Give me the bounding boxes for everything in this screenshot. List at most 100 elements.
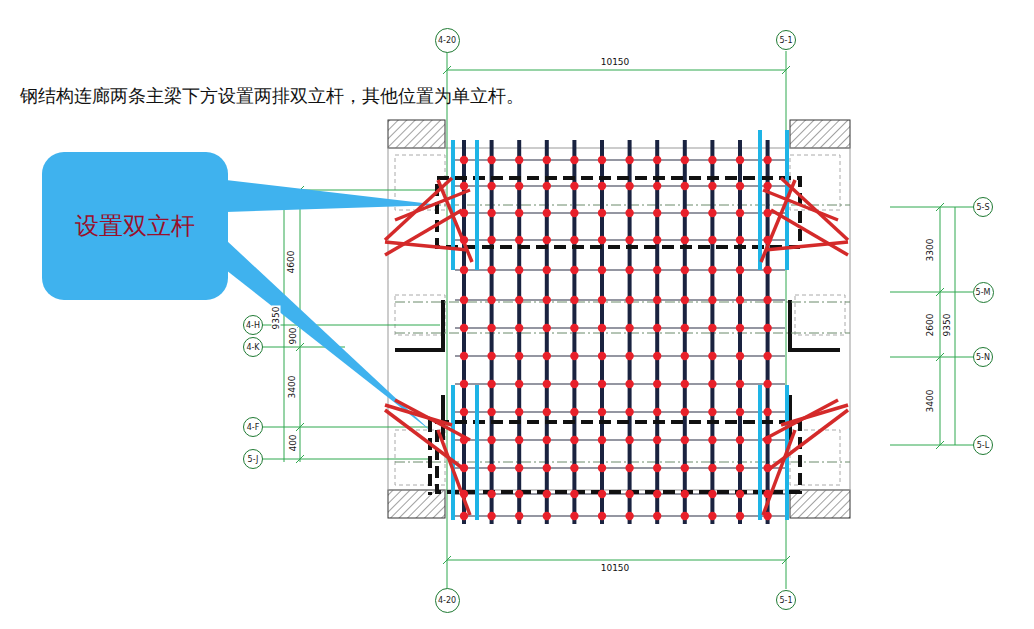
ledger-line bbox=[455, 355, 785, 356]
pole-dot bbox=[763, 436, 771, 444]
dimension-text: 4600 bbox=[287, 250, 296, 275]
axis-label: 5-M bbox=[976, 288, 991, 297]
brace-line bbox=[763, 190, 838, 220]
axis-label: 4-20 bbox=[438, 36, 456, 45]
pole-dot bbox=[598, 464, 606, 472]
axis-label: 4-H bbox=[246, 321, 260, 330]
pole-dot bbox=[570, 352, 578, 360]
pole-dot bbox=[460, 512, 468, 520]
pole-dot bbox=[570, 380, 578, 388]
axis-line bbox=[447, 51, 448, 589]
wall-hatch bbox=[388, 120, 445, 148]
pole-dot bbox=[598, 209, 606, 217]
axis-circle: 4-K bbox=[243, 337, 263, 357]
pole-dot bbox=[570, 512, 578, 520]
column-outline bbox=[790, 430, 840, 485]
pole-dot bbox=[515, 464, 523, 472]
dimension-text: 9350 bbox=[272, 306, 281, 331]
dimension-text: 2600 bbox=[926, 313, 935, 338]
pole-dot bbox=[736, 266, 744, 274]
pole-dot bbox=[570, 266, 578, 274]
brace-line bbox=[385, 410, 465, 470]
pole-dot bbox=[681, 324, 689, 332]
axis-circle: 5-M bbox=[973, 282, 994, 303]
pole-dot bbox=[653, 512, 661, 520]
pole-dot bbox=[543, 266, 551, 274]
wall-outline bbox=[388, 148, 850, 490]
pole-dot bbox=[681, 380, 689, 388]
double-pole bbox=[758, 130, 762, 270]
pole-dot bbox=[763, 236, 771, 244]
pole-dot bbox=[598, 436, 606, 444]
pole-dot bbox=[681, 352, 689, 360]
pole-dot bbox=[487, 266, 495, 274]
axis-circle: 5-L bbox=[973, 435, 993, 455]
pole-dot bbox=[653, 380, 661, 388]
double-pole bbox=[451, 140, 455, 270]
pole-dot bbox=[570, 324, 578, 332]
pole-dot bbox=[515, 324, 523, 332]
pole-dot bbox=[736, 296, 744, 304]
pole-dot bbox=[460, 490, 468, 498]
pole-dot bbox=[681, 209, 689, 217]
pole-dot bbox=[708, 156, 716, 164]
pole-dot bbox=[515, 380, 523, 388]
pole-dot bbox=[460, 296, 468, 304]
pole-dot bbox=[736, 182, 744, 190]
pole-dot bbox=[460, 182, 468, 190]
pole-dot bbox=[653, 182, 661, 190]
dimension-text: 10150 bbox=[600, 58, 631, 67]
pole-dot bbox=[460, 156, 468, 164]
axis-label: 4-K bbox=[246, 343, 259, 352]
pole-dot bbox=[736, 464, 744, 472]
axis-label: 4-20 bbox=[438, 596, 456, 605]
pole-dot bbox=[598, 266, 606, 274]
pole-dot bbox=[763, 209, 771, 217]
pole-dot bbox=[543, 209, 551, 217]
pole-dot bbox=[625, 436, 633, 444]
pole-dot bbox=[708, 352, 716, 360]
pole-dot bbox=[625, 464, 633, 472]
pole-dot bbox=[736, 156, 744, 164]
pole-dot bbox=[625, 380, 633, 388]
pole-dot bbox=[487, 464, 495, 472]
axis-label: 4-F bbox=[247, 423, 260, 432]
pole-dot bbox=[515, 182, 523, 190]
brace-line bbox=[385, 242, 468, 250]
callout-text: 设置双立杆 bbox=[75, 210, 195, 242]
pole-dot bbox=[460, 408, 468, 416]
pole-dot bbox=[570, 296, 578, 304]
pole-dot bbox=[543, 464, 551, 472]
pole-dot bbox=[460, 380, 468, 388]
pole-dot bbox=[625, 490, 633, 498]
pole-dot bbox=[681, 512, 689, 520]
axis-circle: 4-F bbox=[243, 417, 263, 437]
dimension-text: 9350 bbox=[943, 313, 952, 338]
pole-dot bbox=[487, 380, 495, 388]
pole-dot bbox=[515, 156, 523, 164]
pole-dot bbox=[708, 209, 716, 217]
pole-dot bbox=[736, 408, 744, 416]
pole-dot bbox=[681, 156, 689, 164]
pole-dot bbox=[570, 408, 578, 416]
pole-dot bbox=[460, 209, 468, 217]
pole-dot bbox=[653, 464, 661, 472]
pole-dot bbox=[625, 408, 633, 416]
double-pole bbox=[475, 385, 479, 520]
axis-circle: 4-20 bbox=[435, 28, 460, 53]
pole-dot bbox=[598, 380, 606, 388]
brace-line bbox=[385, 405, 452, 425]
axis-line bbox=[786, 51, 787, 589]
pole-dot bbox=[543, 408, 551, 416]
pole-dot bbox=[487, 182, 495, 190]
pole-dot bbox=[625, 156, 633, 164]
pole-dot bbox=[681, 408, 689, 416]
pole-dot bbox=[763, 380, 771, 388]
pole-dot bbox=[736, 236, 744, 244]
pole-dot bbox=[681, 490, 689, 498]
note-text: 钢结构连廊两条主梁下方设置两排双立杆，其他位置为单立杆。 bbox=[20, 84, 524, 108]
beam-outline bbox=[437, 422, 800, 492]
ledger-line bbox=[455, 212, 785, 213]
axis-circle: 5-1 bbox=[776, 30, 796, 50]
pole-dot bbox=[736, 512, 744, 520]
